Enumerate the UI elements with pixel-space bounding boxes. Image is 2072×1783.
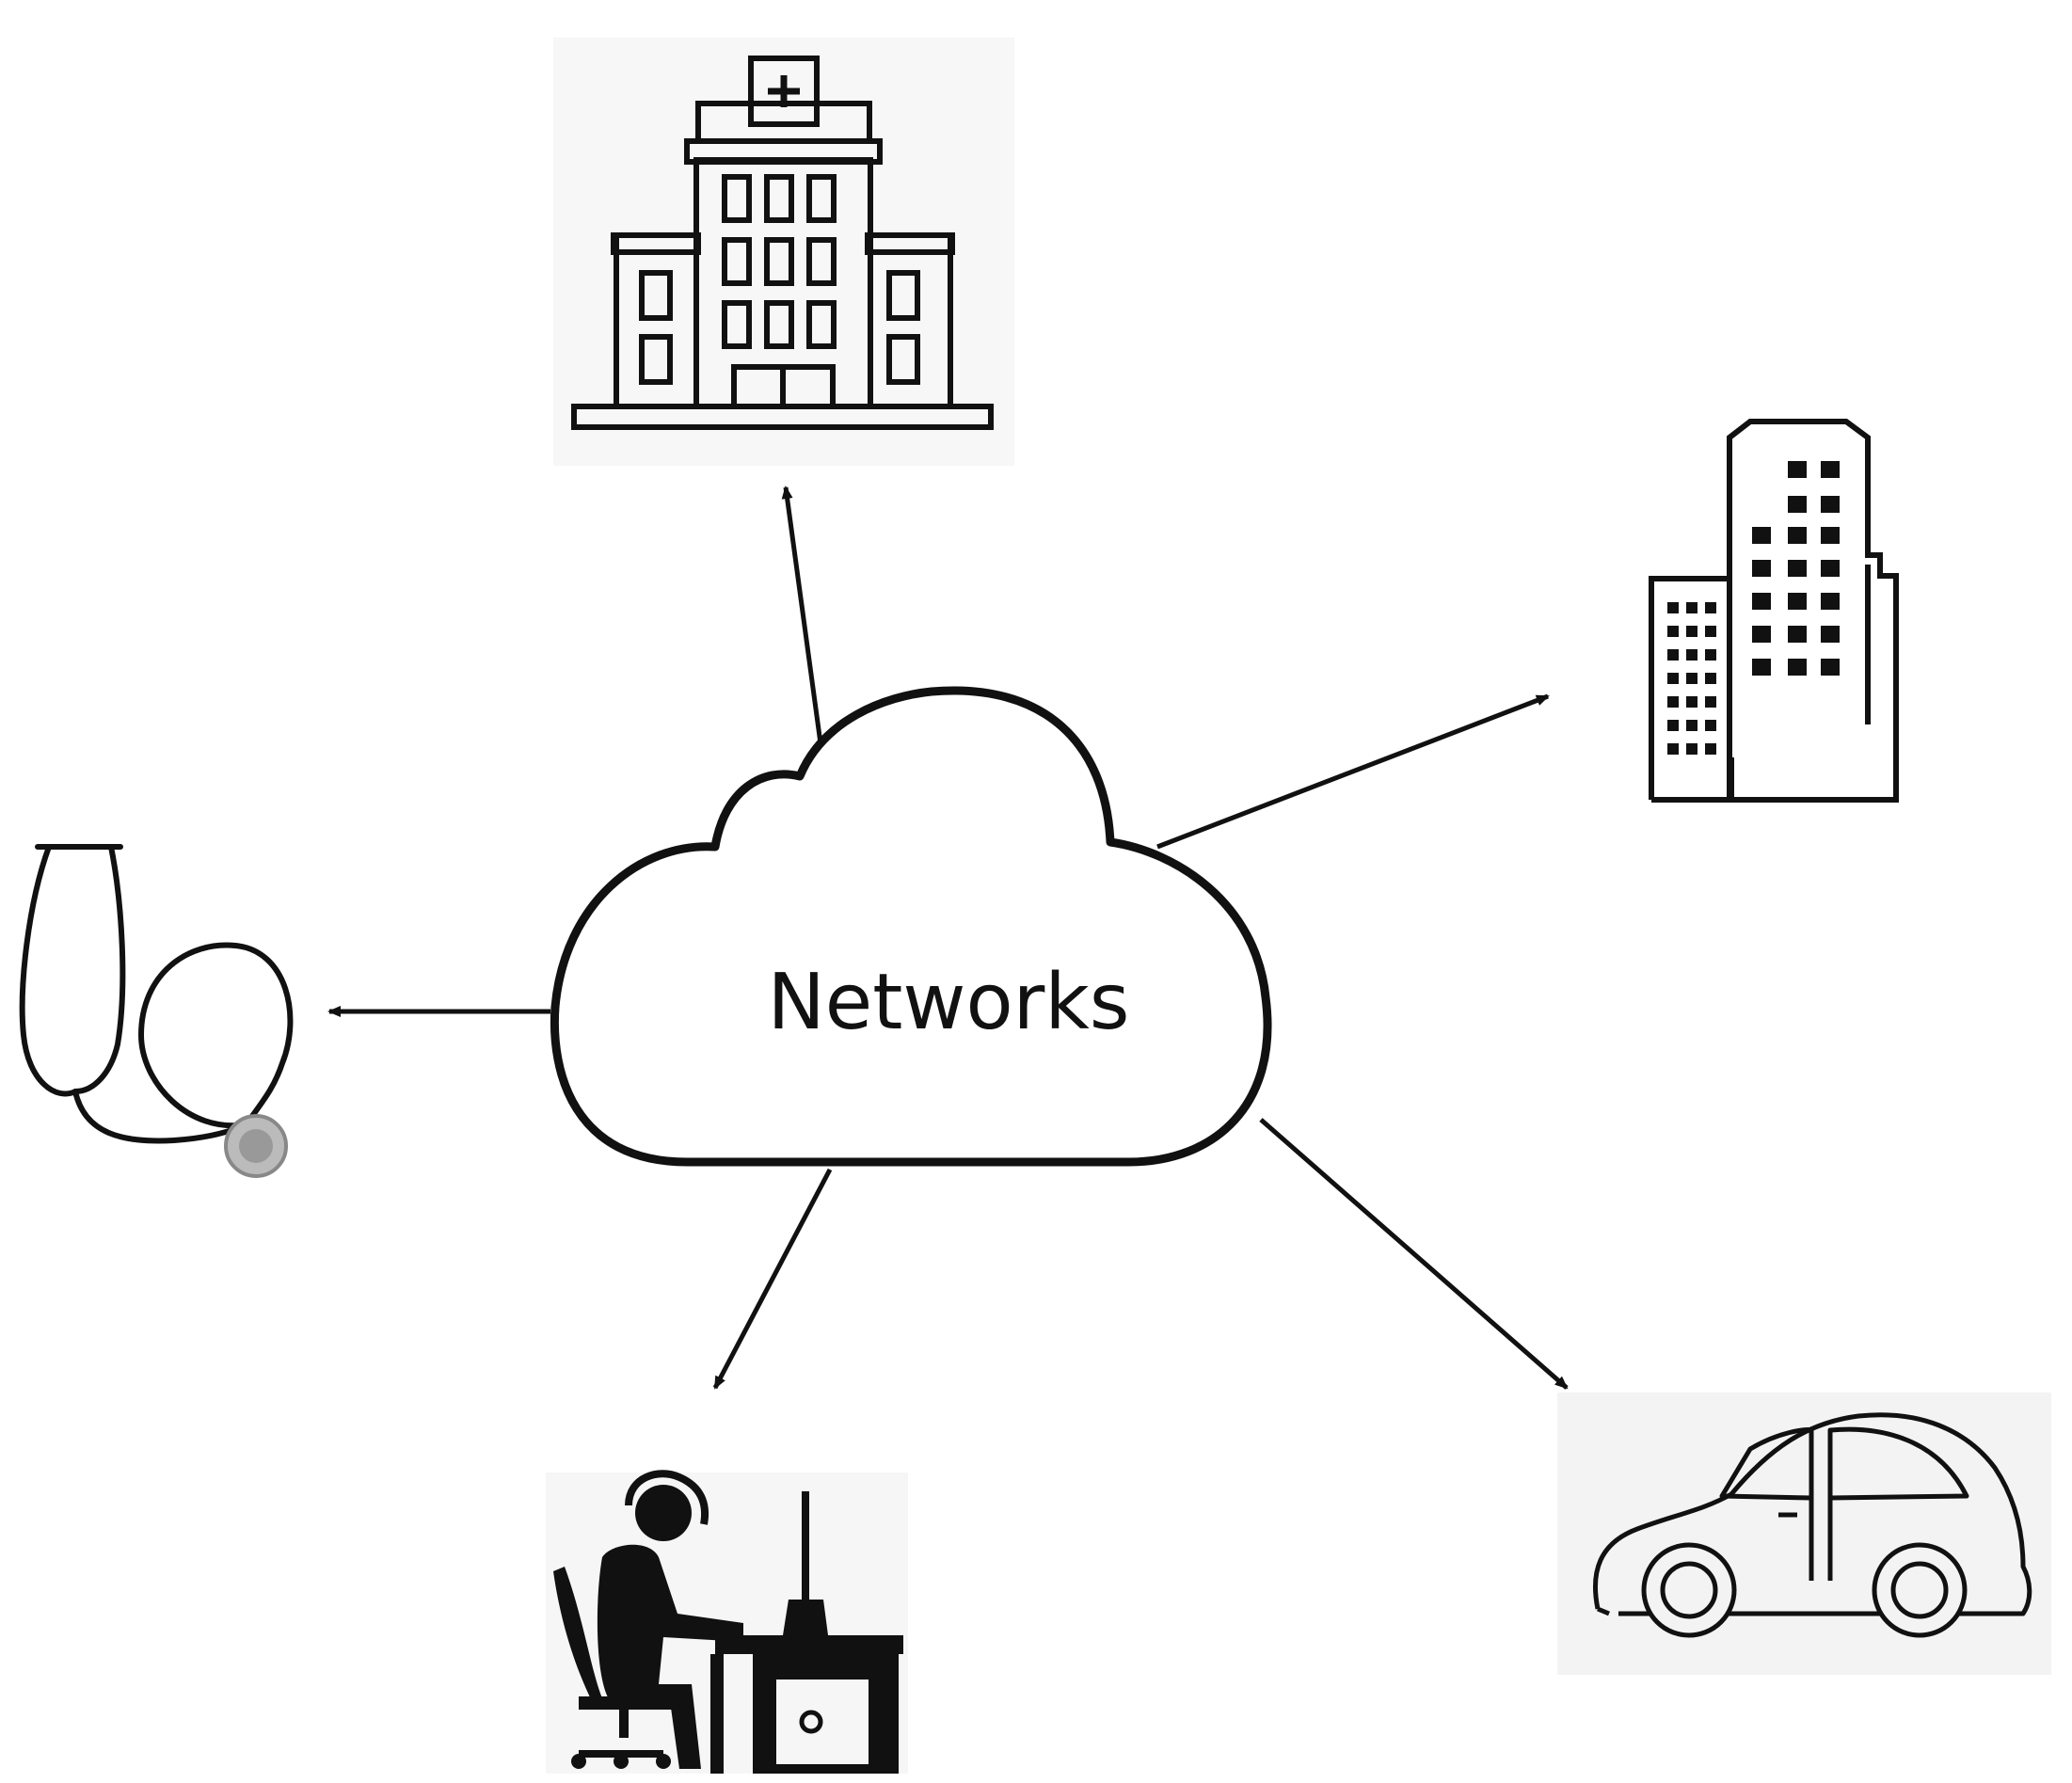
arrow-to-office <box>1156 693 1550 850</box>
person-at-computer-icon <box>546 1470 908 1774</box>
stethoscope-icon <box>19 844 294 1178</box>
car-icon <box>1557 1393 2051 1675</box>
cloud-label: Networks <box>767 958 1129 1047</box>
arrow-to-operator <box>712 1168 833 1390</box>
office-building-icon <box>1649 419 1899 803</box>
arrow-to-vehicle <box>1259 1118 1569 1390</box>
hospital-building-icon <box>553 38 1014 466</box>
cloud-shape: Networks <box>550 686 1272 1167</box>
arrow-to-hospital <box>781 486 823 744</box>
